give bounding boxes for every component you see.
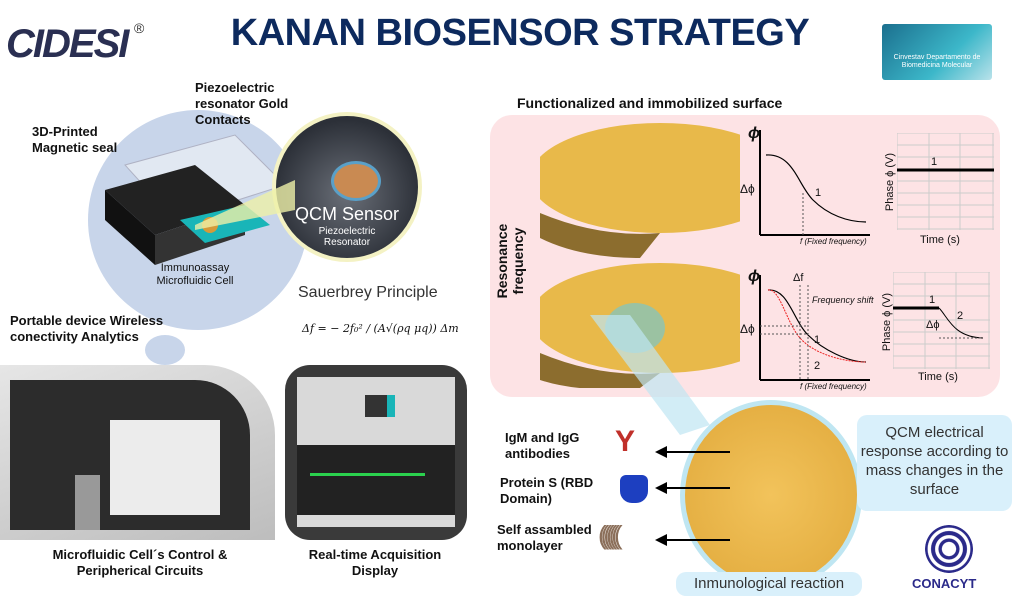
- reaction-label: Inmunological reaction: [676, 572, 862, 596]
- acquisition-display-photo: [285, 365, 467, 540]
- device-cell-circle: [145, 335, 185, 365]
- fixed-freq-top: f (Fixed frequency): [800, 237, 867, 246]
- resonance-label: Resonance frequency: [494, 223, 526, 299]
- portable-device-label: Portable device Wireless conectivity Ana…: [10, 313, 164, 344]
- curve1-bottom: 1: [814, 334, 821, 346]
- phase-curve1-bottom: 1: [929, 294, 936, 306]
- zoom-beam: [590, 315, 710, 435]
- curve2-bottom: 2: [814, 360, 821, 372]
- fixed-freq-bottom: f (Fixed frequency): [800, 382, 867, 391]
- protein-label: Protein S (RBD Domain): [500, 475, 594, 506]
- device-caption: Microfluidic Cell´s Control & Peripheric…: [52, 547, 228, 578]
- qcm-sensor-photo: QCM Sensor Piezoelectric Resonator: [272, 112, 422, 262]
- resonator-label: Piezoelectric resonator Gold Contacts: [195, 80, 289, 127]
- cinvestav-logo: Cinvestav Departamento de Biomedicina Mo…: [882, 24, 992, 80]
- cell-label: Immunoassay Microfluidic Cell: [156, 262, 234, 287]
- sauerbrey-title: Sauerbrey Principle: [298, 284, 438, 301]
- phase-ylabel-top: Phase ϕ (V): [884, 152, 896, 212]
- phase-time-chart-top: [897, 133, 994, 230]
- delta-phi-bottom: Δϕ: [740, 322, 755, 336]
- seal-label: 3D-Printed Magnetic seal: [32, 124, 118, 155]
- monolayer-label: Self assambled monolayer: [497, 522, 592, 553]
- display-caption: Real-time Acquisition Display: [308, 547, 442, 578]
- phase-xlabel-top: Time (s): [920, 234, 960, 246]
- qcm-title: QCM Sensor: [294, 204, 400, 224]
- antibodies-label: IgM and IgG antibodies: [505, 430, 580, 461]
- phase-ylabel-bottom: Phase ϕ (V): [881, 292, 893, 352]
- connector-beam: [195, 180, 295, 230]
- cidesi-logo: CIDESI: [6, 22, 129, 66]
- phase-frequency-chart-top: [759, 130, 870, 236]
- antibody-icon: Y: [615, 425, 636, 458]
- delta-phi-top: Δϕ: [740, 182, 755, 196]
- frequency-shift-label: Frequency shift: [812, 295, 874, 305]
- response-box: QCM electrical response according to mas…: [857, 415, 1012, 511]
- qcm-subtitle: Piezoelectric Resonator: [318, 226, 376, 248]
- surface-title: Functionalized and immobilized surface: [517, 95, 783, 111]
- phase-curve2-bottom: 2: [957, 310, 964, 322]
- phi-axis-bottom: ϕ: [748, 268, 761, 285]
- curve1-top: 1: [815, 187, 822, 199]
- page-title: KANAN BIOSENSOR STRATEGY: [230, 12, 810, 54]
- phase-delta-bottom: Δϕ: [926, 319, 940, 331]
- phi-axis-top: ϕ: [748, 125, 761, 142]
- conacyt-label: CONACYT: [912, 576, 977, 591]
- monolayer-icon: (((((((: [598, 520, 622, 550]
- protein-icon: [620, 475, 648, 503]
- phase-time-chart-bottom: [893, 272, 990, 369]
- phase-frequency-chart-bottom: [759, 275, 870, 381]
- pointer-arrows: [655, 446, 730, 546]
- phase-curve1-top: 1: [931, 156, 938, 168]
- conacyt-logo-icon: [925, 525, 973, 573]
- sauerbrey-formula: Δf = − 2f₀² / (A√(ρq μq)) Δm: [302, 322, 459, 335]
- portable-device-photo: [0, 365, 275, 540]
- registered-mark: ®: [134, 20, 145, 36]
- microfluidic-cell-illustration: [105, 134, 286, 265]
- delta-f-label: Δf: [793, 272, 804, 284]
- sensor-surface-illustration: [540, 123, 740, 388]
- phase-xlabel-bottom: Time (s): [918, 371, 958, 383]
